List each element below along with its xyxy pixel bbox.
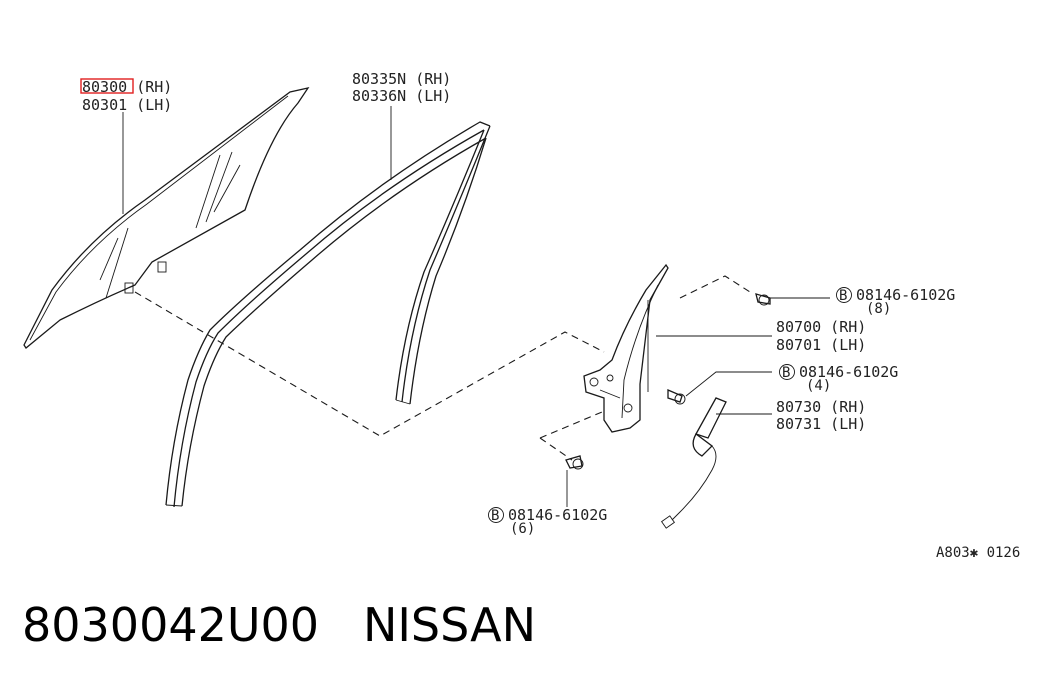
bolt-marker: B — [782, 365, 790, 381]
bolt-c-qty: (6) — [510, 521, 535, 537]
bolt-marker: B — [491, 508, 499, 524]
highlight-box — [80, 78, 134, 94]
svg-text:80300 (RH): 80300 (RH) — [82, 78, 172, 96]
glass-rh-side: (RH) — [136, 78, 172, 96]
part-caption: 8030042U00 NISSAN — [22, 598, 536, 652]
bolt-c-code: 08146-6102G — [508, 506, 607, 524]
bolt-marker: B — [839, 288, 847, 304]
bolt-icon — [755, 293, 771, 306]
bolt-callout-b: B 08146-6102G (4) — [779, 363, 898, 394]
bolt-a-qty: (8) — [866, 301, 891, 317]
bolt-b-qty: (4) — [806, 378, 831, 394]
brand-name: NISSAN — [362, 598, 537, 652]
window-regulator — [583, 263, 669, 433]
regulator-lh-label: 80701 (LH) — [776, 336, 866, 354]
regulator-motor — [660, 397, 727, 529]
regulator-rh-label: 80700 (RH) — [776, 318, 866, 336]
run-channel — [165, 121, 491, 508]
glass-lh-label: 80301 (LH) — [82, 96, 172, 114]
bolt-a-code: 08146-6102G — [856, 286, 955, 304]
bolt-icon — [667, 389, 686, 405]
channel-lh-label: 80336N (LH) — [352, 87, 451, 105]
channel-rh-label: 80335N (RH) — [352, 70, 451, 88]
motor-rh-label: 80730 (RH) — [776, 398, 866, 416]
glass-rh-number: 80300 — [82, 78, 127, 96]
bolt-icon — [565, 455, 584, 470]
bolt-callout-a: B 08146-6102G (8) — [836, 286, 955, 317]
motor-lh-label: 80731 (LH) — [776, 415, 866, 433]
bolt-callout-c: B 08146-6102G (6) — [488, 506, 607, 537]
door-glass — [23, 87, 310, 349]
part-number: 8030042U00 — [22, 598, 320, 652]
bolt-b-code: 08146-6102G — [799, 363, 898, 381]
alignment-lines — [134, 275, 751, 461]
diagram-reference: A803✱ 0126 — [936, 545, 1020, 561]
